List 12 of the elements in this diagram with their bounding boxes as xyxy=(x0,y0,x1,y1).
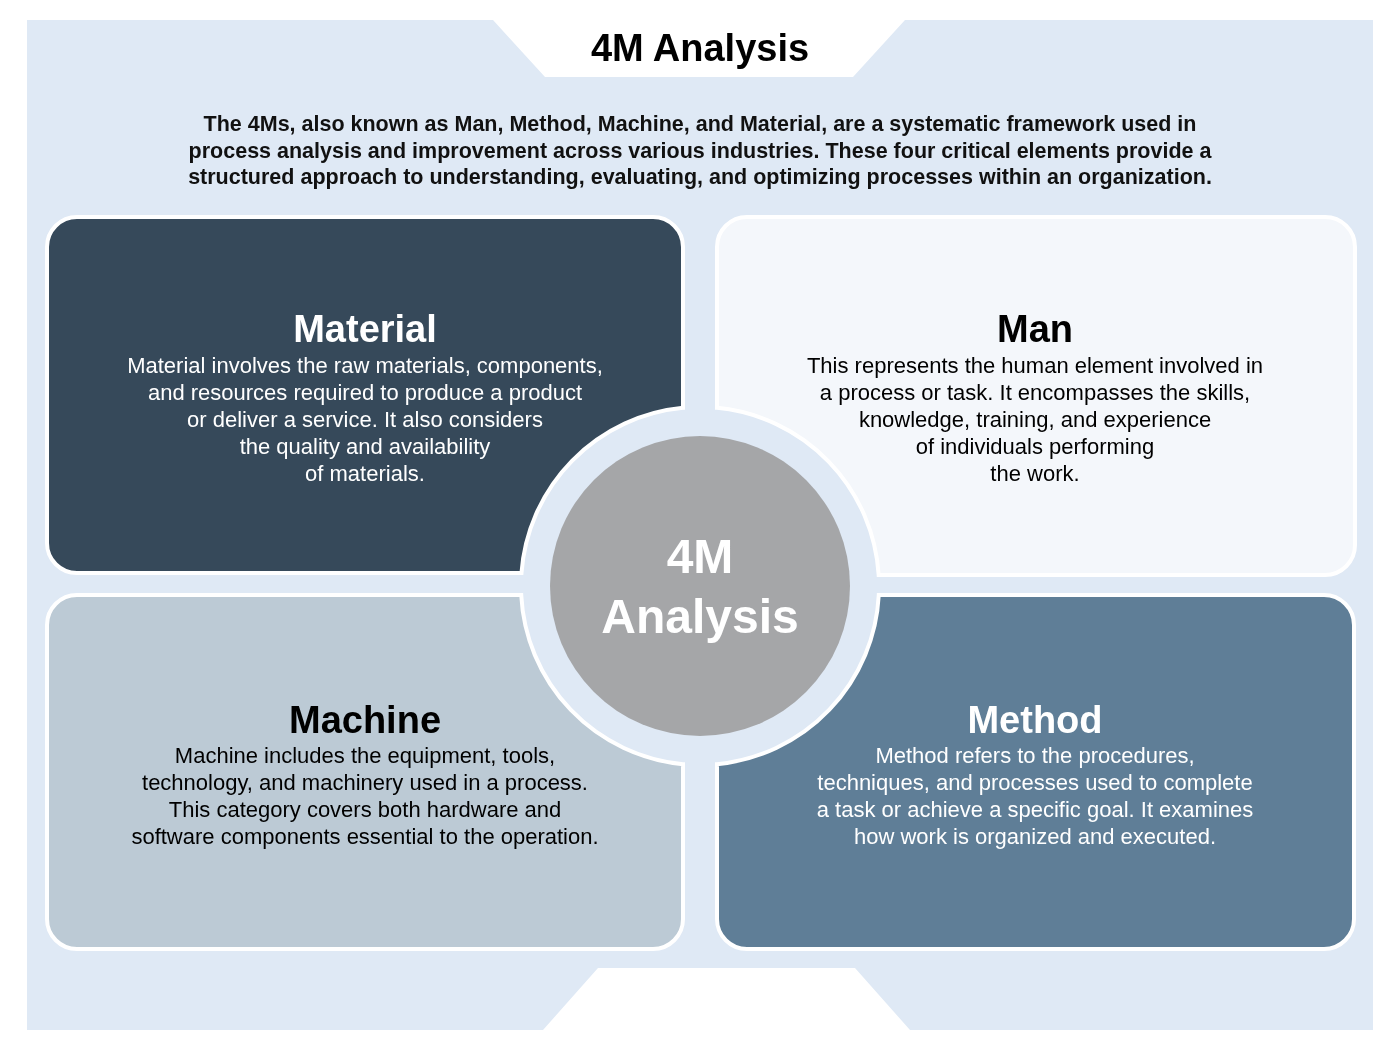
card-title: Material xyxy=(293,307,437,351)
card-description: This represents the human element involved in a process or task. It encompasses the skills, knowledge, training, and experience of individuals performing the work. xyxy=(805,352,1265,487)
card-description: Machine includes the equipment, tools, technology, and machinery used in a process. This category covers both hardware and software components essential to the operation. xyxy=(130,742,600,850)
center-circle xyxy=(550,436,850,736)
card-title: Man xyxy=(997,307,1073,351)
card-description: Material involves the raw materials, components, and resources required to produce a product or deliver a service. It also considers the quality and availability of materials. xyxy=(126,352,604,487)
card-description: Method refers to the procedures, techniques, and processes used to complete a task or achieve a specific goal. It examines how work is organized and executed. xyxy=(815,742,1255,850)
diagram-title: 4M Analysis xyxy=(590,26,810,70)
center-title: 4M Analysis xyxy=(600,529,800,645)
intro-text: The 4Ms, also known as Man, Method, Machine, and Material, are a systematic framework used in process analysis and improvement across various industries. These four critical elements provide a structured approach to understanding, evaluating, and optimizing processes within an organization. xyxy=(187,111,1213,191)
card-title: Machine xyxy=(289,698,441,742)
card-title: Method xyxy=(967,698,1103,742)
